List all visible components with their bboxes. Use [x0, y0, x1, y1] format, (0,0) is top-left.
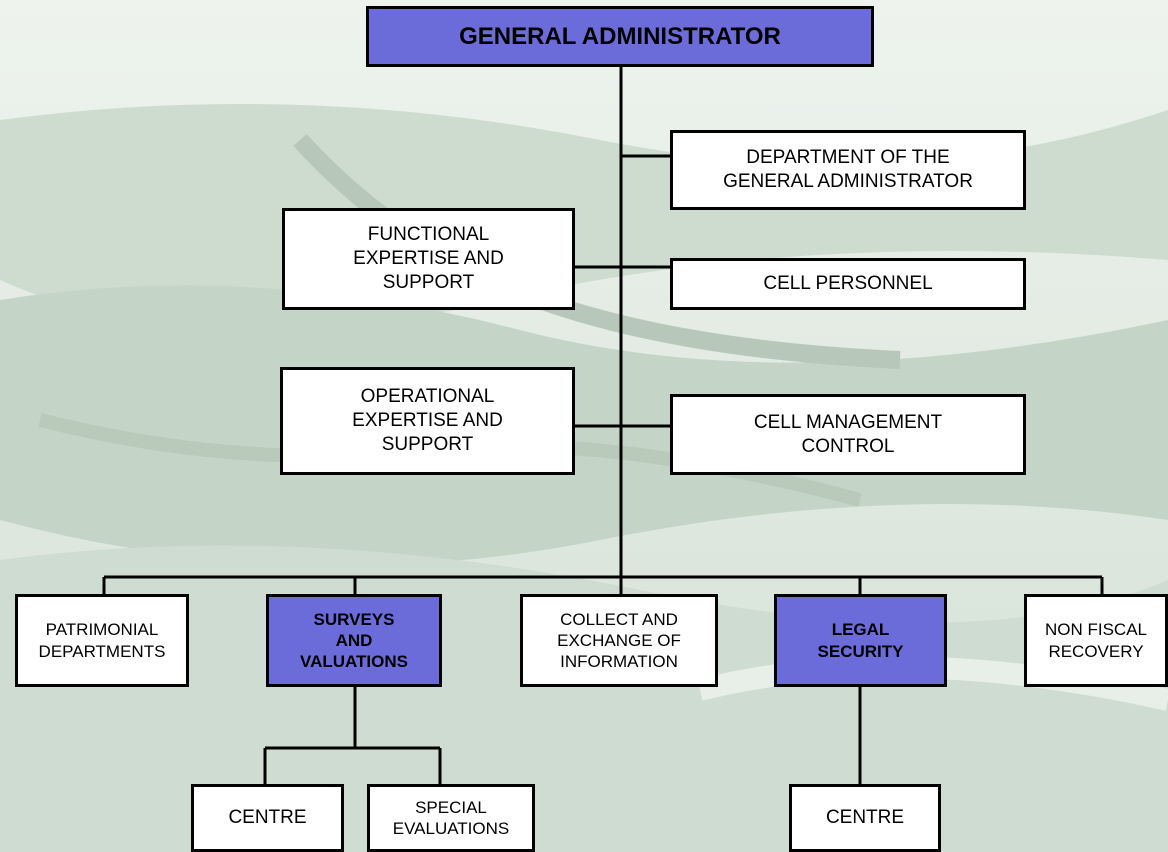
cell-personnel-label: CELL PERSONNEL [763, 273, 933, 295]
surveys-valuations-box: SURVEYS AND VALUATIONS [266, 594, 442, 687]
operational-expertise-box: OPERATIONAL EXPERTISE AND SUPPORT [280, 367, 575, 475]
patrimonial-departments-box: PATRIMONIAL DEPARTMENTS [15, 594, 189, 687]
centre-legal-label: CENTRE [825, 807, 905, 829]
special-evaluations-box: SPECIAL EVALUATIONS [367, 784, 535, 852]
non-fiscal-recovery-label: NON FISCAL RECOVERY [1044, 620, 1148, 661]
patrimonial-departments-label: PATRIMONIAL DEPARTMENTS [38, 620, 166, 661]
centre-legal-box: CENTRE [789, 784, 941, 852]
cell-management-control-label: CELL MANAGEMENT CONTROL [753, 411, 943, 457]
legal-security-box: LEGAL SECURITY [774, 594, 947, 687]
department-general-administrator-label: DEPARTMENT OF THE GENERAL ADMINISTRATOR [723, 147, 973, 192]
collect-exchange-box: COLLECT AND EXCHANGE OF INFORMATION [520, 594, 718, 687]
department-general-administrator-box: DEPARTMENT OF THE GENERAL ADMINISTRATOR [670, 130, 1026, 210]
centre-surveys-box: CENTRE [191, 784, 344, 852]
special-evaluations-label: SPECIAL EVALUATIONS [392, 797, 510, 838]
cell-management-control-box: CELL MANAGEMENT CONTROL [670, 394, 1026, 475]
operational-expertise-label: OPERATIONAL EXPERTISE AND SUPPORT [352, 386, 503, 455]
general-administrator-box: GENERAL ADMINISTRATOR [366, 6, 874, 67]
collect-exchange-label: COLLECT AND EXCHANGE OF INFORMATION [557, 609, 681, 672]
centre-surveys-label: CENTRE [228, 807, 307, 829]
non-fiscal-recovery-box: NON FISCAL RECOVERY [1024, 594, 1168, 687]
surveys-valuations-label: SURVEYS AND VALUATIONS [300, 609, 408, 672]
functional-expertise-label: FUNCTIONAL EXPERTISE AND SUPPORT [353, 224, 504, 293]
functional-expertise-box: FUNCTIONAL EXPERTISE AND SUPPORT [282, 208, 575, 310]
cell-personnel-box: CELL PERSONNEL [670, 258, 1026, 310]
general-administrator-label: GENERAL ADMINISTRATOR [459, 22, 781, 50]
legal-security-label: LEGAL SECURITY [817, 620, 904, 661]
